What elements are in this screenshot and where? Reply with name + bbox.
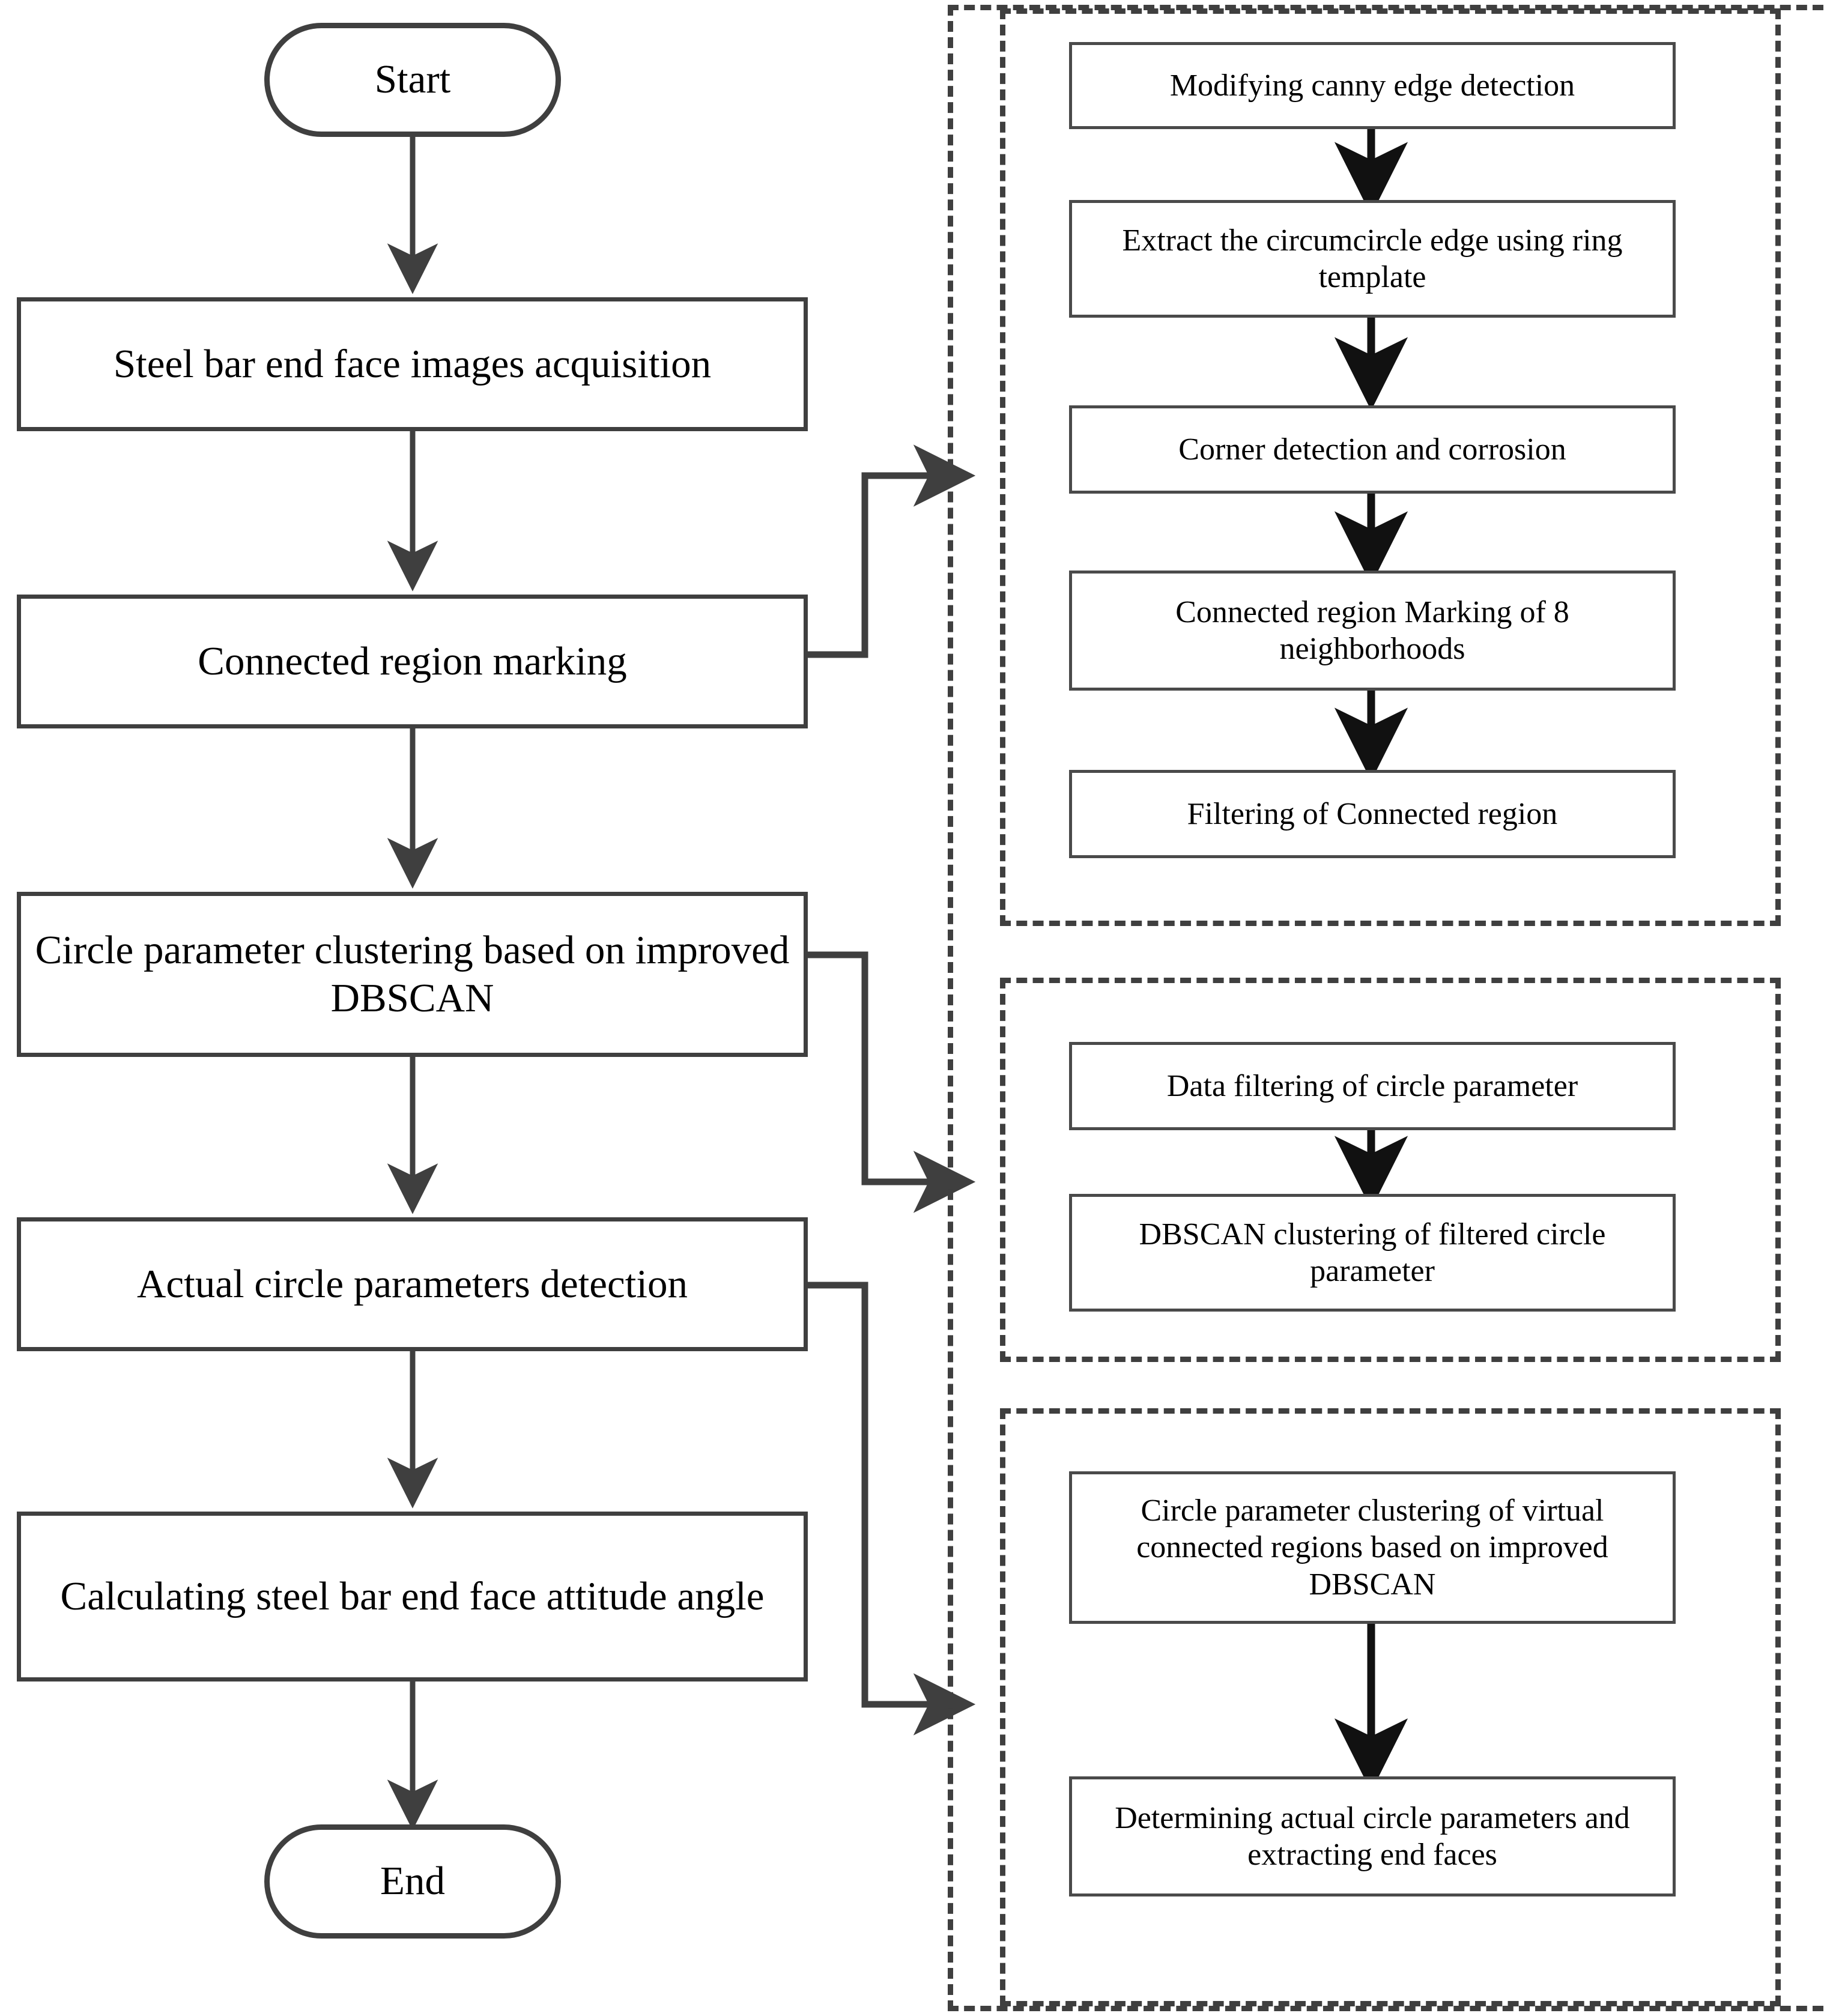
- detail-filtering-of-connected-region[interactable]: Filtering of Connected region: [1069, 770, 1676, 858]
- node-circle-parameter-clustering[interactable]: Circle parameter clustering based on imp…: [17, 892, 808, 1057]
- detail-circle-parameter-clustering-virtual-regions-label: Circle parameter clustering of virtual c…: [1136, 1493, 1608, 1602]
- node-actual-circle-parameters[interactable]: Actual circle parameters detection: [17, 1217, 808, 1351]
- node-circle-parameter-clustering-label: Circle parameter clustering based on imp…: [35, 928, 790, 1020]
- node-end[interactable]: End: [264, 1824, 561, 1939]
- detail-filtering-of-connected-region-label: Filtering of Connected region: [1187, 796, 1558, 831]
- node-calculating-attitude-angle[interactable]: Calculating steel bar end face attitude …: [17, 1512, 808, 1682]
- detail-corner-detection-and-corrosion[interactable]: Corner detection and corrosion: [1069, 405, 1676, 494]
- node-acquire-label: Steel bar end face images acquisition: [113, 341, 712, 386]
- node-calculating-attitude-angle-label: Calculating steel bar end face attitude …: [60, 1573, 765, 1618]
- detail-circle-parameter-clustering-virtual-regions[interactable]: Circle parameter clustering of virtual c…: [1069, 1471, 1676, 1624]
- group-dbscan-clustering-frame: [1000, 978, 1781, 1362]
- node-start[interactable]: Start: [264, 23, 561, 137]
- detail-dbscan-clustering-of-filtered-circle-parameter[interactable]: DBSCAN clustering of filtered circle par…: [1069, 1194, 1676, 1312]
- detail-connected-region-marking-8-neighborhoods-label: Connected region Marking of 8 neighborho…: [1175, 595, 1569, 666]
- node-end-label: End: [380, 1859, 445, 1904]
- detail-extract-circumcircle-edge-label: Extract the circumcircle edge using ring…: [1122, 223, 1623, 294]
- detail-panel-outer-frame: [948, 5, 1823, 2011]
- detail-modifying-canny-edge-detection[interactable]: Modifying canny edge detection: [1069, 42, 1676, 129]
- detail-corner-detection-and-corrosion-label: Corner detection and corrosion: [1178, 432, 1566, 467]
- detail-data-filtering-of-circle-parameter[interactable]: Data filtering of circle parameter: [1069, 1042, 1676, 1130]
- detail-determining-actual-circle-parameters-label: Determining actual circle parameters and…: [1115, 1800, 1630, 1872]
- group-actual-circle-frame: [1000, 1408, 1781, 2006]
- detail-determining-actual-circle-parameters[interactable]: Determining actual circle parameters and…: [1069, 1776, 1676, 1896]
- node-actual-circle-parameters-label: Actual circle parameters detection: [136, 1261, 688, 1306]
- node-connected-region-marking[interactable]: Connected region marking: [17, 595, 808, 728]
- group-connected-region-frame: [1000, 8, 1781, 926]
- detail-extract-circumcircle-edge[interactable]: Extract the circumcircle edge using ring…: [1069, 200, 1676, 318]
- node-connected-region-marking-label: Connected region marking: [198, 638, 627, 683]
- node-start-label: Start: [374, 57, 451, 102]
- detail-data-filtering-of-circle-parameter-label: Data filtering of circle parameter: [1166, 1068, 1578, 1103]
- detail-modifying-canny-edge-detection-label: Modifying canny edge detection: [1169, 68, 1575, 103]
- detail-connected-region-marking-8-neighborhoods[interactable]: Connected region Marking of 8 neighborho…: [1069, 571, 1676, 691]
- node-acquire[interactable]: Steel bar end face images acquisition: [17, 297, 808, 431]
- detail-dbscan-clustering-of-filtered-circle-parameter-label: DBSCAN clustering of filtered circle par…: [1139, 1217, 1606, 1288]
